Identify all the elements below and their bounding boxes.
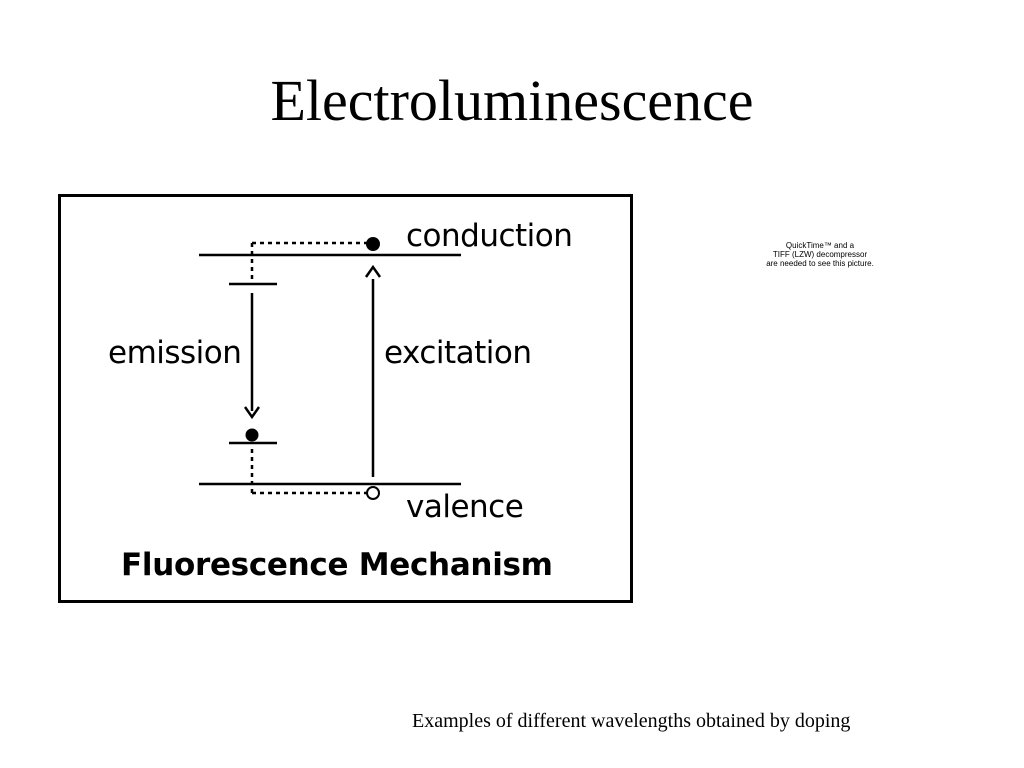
conduction-label: conduction [406, 218, 573, 254]
placeholder-line: TIFF (LZW) decompressor [772, 250, 868, 259]
emission-arrow-head [243, 406, 261, 420]
diagram-caption: Fluorescence Mechanism [121, 547, 553, 583]
missing-image-placeholder: QuickTime™ and a TIFF (LZW) decompressor… [740, 241, 900, 268]
slide-title: Electroluminescence [270, 68, 754, 133]
emission-label: emission [108, 335, 242, 371]
excitation-label: excitation [384, 335, 532, 371]
energy-level-drawing [199, 237, 461, 500]
excitation-arrow-head [364, 264, 382, 278]
valence-hole [366, 486, 380, 500]
placeholder-line: QuickTime™ and a [785, 241, 855, 250]
slide-caption: Examples of different wavelengths obtain… [412, 710, 851, 732]
fluorescence-diagram: conduction emission excitation valence F… [58, 194, 633, 603]
conduction-electron [366, 237, 380, 251]
lower-electron [245, 428, 259, 442]
valence-label: valence [406, 489, 524, 525]
placeholder-line: are needed to see this picture. [766, 259, 874, 268]
